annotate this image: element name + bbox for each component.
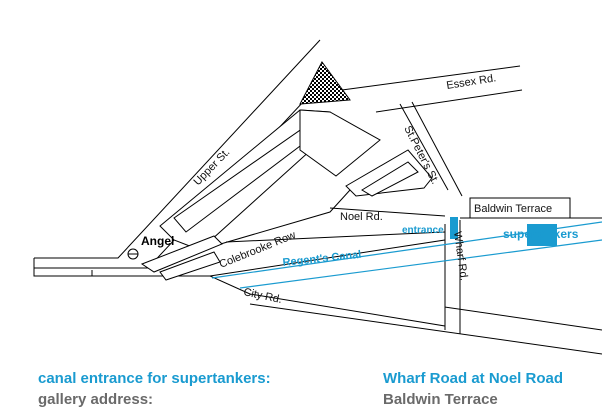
- st-peters-street-east-edge: [411, 101, 463, 197]
- city-blocks: [140, 109, 446, 327]
- islington-green: [299, 61, 351, 105]
- gallery-address-value: Baldwin Terrace: [383, 391, 498, 408]
- city-road-south-edge: [249, 303, 602, 355]
- colebrooke-row-edge: [199, 189, 351, 251]
- canal-entrance-label: entrance: [402, 225, 444, 236]
- noel-road-label: Noel Rd.: [340, 211, 383, 223]
- canal-basin-block: [208, 239, 446, 327]
- canal-entrance-marker: [450, 217, 458, 239]
- essex-road-north-edge: [341, 65, 521, 91]
- st-peters-street-west-edge: [399, 103, 449, 191]
- street-map: Essex Rd. Upper St. St.Peter's St. Baldw…: [33, 39, 602, 355]
- essex-road-south-edge: [375, 89, 523, 113]
- wharf-road-label: Wharf Rd.: [451, 231, 470, 282]
- angel-station-label: Angel: [141, 234, 174, 248]
- baldwin-terrace-box: [469, 197, 571, 219]
- block-c: [159, 251, 221, 281]
- block-e-inner: [361, 161, 419, 197]
- noel-road-north-edge: [329, 207, 446, 217]
- supertankers-venue-marker: [527, 224, 557, 246]
- canal-south-bank: [239, 239, 602, 289]
- block-b: [140, 235, 223, 273]
- block-d: [299, 109, 381, 177]
- supertankers-label: supertankers: [503, 227, 579, 241]
- gallery-address-heading: gallery address:: [38, 391, 154, 408]
- noel-road-south-edge: [225, 231, 446, 243]
- underground-station-icon: [127, 248, 139, 260]
- upper-street-outer-edge: [34, 39, 321, 259]
- canal-entrance-heading: canal entrance for supertankers:: [38, 370, 271, 387]
- canal-entrance-address: Wharf Road at Noel Road: [383, 370, 564, 387]
- baldwin-terrace-label: Baldwin Terrace: [474, 203, 552, 215]
- upper-street-end: [33, 258, 72, 269]
